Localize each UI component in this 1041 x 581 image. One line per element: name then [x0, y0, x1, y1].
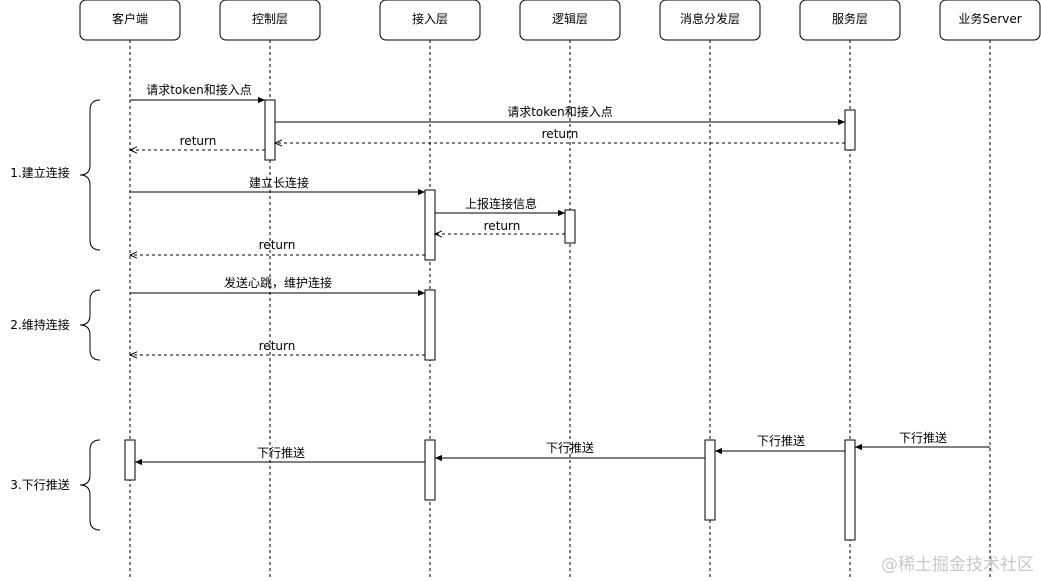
- phase-1: 1.建立连接: [10, 99, 101, 251]
- activations: [124, 99, 856, 541]
- participant-label: 客户端: [112, 11, 148, 26]
- activation-logic-1: [564, 209, 576, 244]
- message: return: [130, 339, 425, 355]
- activation-access-1: [424, 189, 436, 261]
- participant-logic: 逻辑层: [519, 0, 621, 41]
- activation-service-3: [844, 439, 856, 541]
- participant-dispatch: 消息分发层: [659, 0, 761, 41]
- phase-label: 2.维持连接: [10, 317, 69, 332]
- phase-brace: [79, 439, 101, 531]
- activation-dispatch-3: [704, 439, 716, 521]
- participant-control: 控制层: [219, 0, 321, 41]
- participant-box: [379, 0, 481, 41]
- message: return: [435, 219, 565, 234]
- participants: 客户端 控制层 接入层 逻辑层 消息分发层 服务层 业务Server: [79, 0, 1041, 41]
- participant-label: 业务Server: [958, 11, 1021, 26]
- participant-label: 服务层: [832, 11, 868, 26]
- message-label: 上报连接信息: [465, 196, 537, 211]
- participant-label: 接入层: [412, 11, 448, 26]
- phase-label: 1.建立连接: [10, 165, 69, 180]
- message-label: return: [484, 219, 521, 233]
- message-label: 下行推送: [257, 445, 305, 460]
- message: return: [130, 238, 425, 255]
- message: 请求token和接入点: [130, 82, 265, 104]
- phase-2: 2.维持连接: [10, 289, 101, 361]
- message: 下行推送: [715, 433, 845, 455]
- message: 建立长连接: [130, 175, 425, 196]
- message: 下行推送: [435, 440, 705, 462]
- message-label: 下行推送: [757, 433, 805, 448]
- participant-biz: 业务Server: [939, 0, 1041, 41]
- message-label: 请求token和接入点: [146, 82, 252, 97]
- message-label: 下行推送: [546, 440, 594, 455]
- message: 下行推送: [135, 445, 425, 466]
- participant-label: 控制层: [252, 12, 288, 26]
- participant-label: 逻辑层: [552, 12, 588, 26]
- message-label: 下行推送: [899, 430, 947, 445]
- phases: 1.建立连接 2.维持连接 3.下行推送: [10, 99, 101, 531]
- messages: 请求token和接入点 请求token和接入点 return return 建立…: [130, 82, 990, 466]
- participant-label: 消息分发层: [680, 11, 740, 26]
- participant-client: 客户端: [79, 0, 181, 41]
- phase-3: 3.下行推送: [10, 439, 101, 531]
- participant-box: [219, 0, 321, 41]
- message-label: return: [180, 134, 217, 148]
- message: 请求token和接入点: [275, 104, 845, 126]
- participant-box: [519, 0, 621, 41]
- participant-box: [659, 0, 761, 41]
- message-label: 建立长连接: [249, 175, 309, 190]
- phase-brace: [79, 99, 101, 251]
- participant-box: [799, 0, 901, 41]
- activation-control-1: [264, 99, 276, 161]
- activation-client-3: [124, 439, 136, 481]
- message-label: return: [259, 339, 296, 353]
- message: 发送心跳，维护连接: [130, 275, 425, 297]
- activation-access-2: [424, 289, 436, 361]
- participant-box: [79, 0, 181, 41]
- message-label: 请求token和接入点: [507, 104, 613, 119]
- message-label: return: [542, 127, 579, 141]
- participant-service: 服务层: [799, 0, 901, 41]
- participant-box: [939, 0, 1041, 41]
- phase-brace: [79, 289, 101, 361]
- participant-access: 接入层: [379, 0, 481, 41]
- message: 上报连接信息: [435, 196, 565, 217]
- activation-service-1: [844, 109, 856, 151]
- watermark: @稀土掘金技术社区: [881, 555, 1034, 575]
- lifelines: [129, 40, 991, 578]
- message: return: [130, 134, 265, 150]
- activation-access-3: [424, 439, 436, 501]
- message-label: 发送心跳，维护连接: [224, 275, 332, 290]
- message: 下行推送: [855, 430, 990, 451]
- phase-label: 3.下行推送: [10, 477, 69, 492]
- message-label: return: [259, 238, 296, 252]
- message: return: [275, 127, 845, 143]
